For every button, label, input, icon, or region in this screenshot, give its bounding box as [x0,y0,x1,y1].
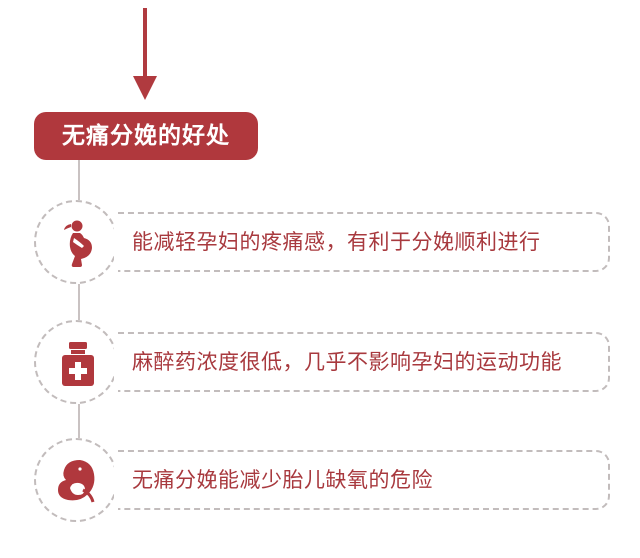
benefit-text: 麻醉药浓度很低，几乎不影响孕妇的运动功能 [132,350,562,374]
benefit-box [118,212,610,272]
down-arrow-icon [133,76,157,100]
benefit-item-1: 能减轻孕妇的疼痛感，有利于分娩顺利进行 [34,200,614,286]
fetus-icon [58,460,95,503]
icon-circle [34,200,118,284]
benefit-item-2: 麻醉药浓度很低，几乎不影响孕妇的运动功能 [34,320,614,406]
joint [114,214,120,270]
connector-line [78,284,80,320]
benefit-box [118,450,610,510]
down-arrow-shaft [143,8,147,80]
joint [114,334,120,390]
pregnant-woman-icon [64,220,92,267]
benefit-item-3: 无痛分娩能减少胎儿缺氧的危险 [34,438,614,524]
benefit-text: 无痛分娩能减少胎儿缺氧的危险 [132,468,433,492]
connector-line [78,404,80,438]
icon-circle [34,438,118,522]
title-banner: 无痛分娩的好处 [34,112,258,160]
benefit-box [118,332,610,392]
joint [114,452,120,508]
icon-circle [34,320,118,404]
medicine-bottle-icon [62,342,94,386]
connector-line [78,160,80,200]
benefit-text: 能减轻孕妇的疼痛感，有利于分娩顺利进行 [132,230,541,254]
